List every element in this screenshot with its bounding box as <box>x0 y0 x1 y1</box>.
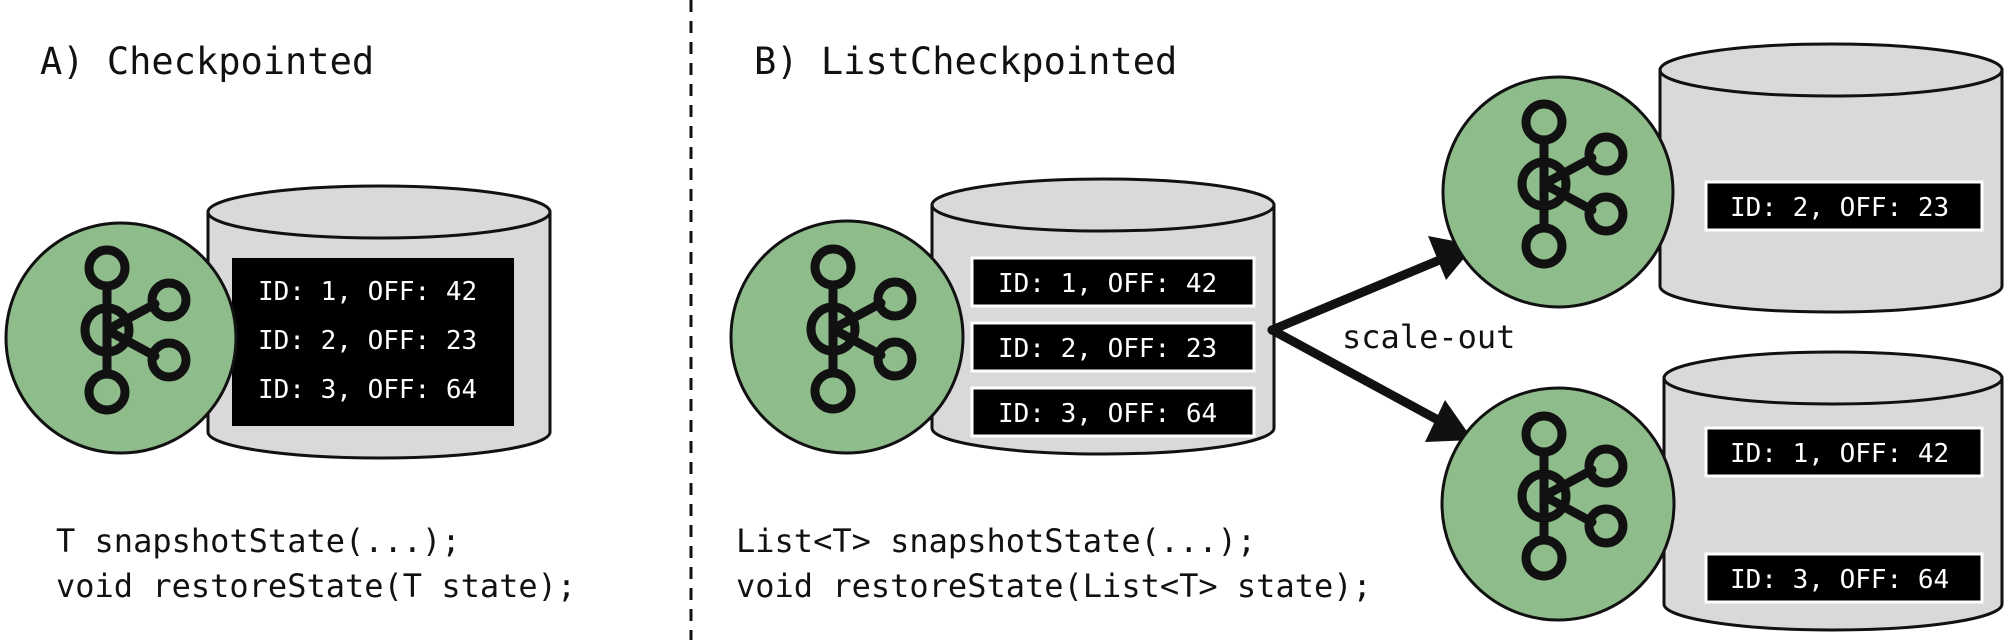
panel-a-operator-node <box>4 221 238 455</box>
panel-a: A) Checkpointed ID: 1, OFF: 42 ID: 2, OF… <box>4 40 576 605</box>
scale-out-instance-bottom: ID: 1, OFF: 42 ID: 3, OFF: 64 <box>1440 350 2004 632</box>
state-entry: ID: 2, OFF: 23 <box>258 326 477 356</box>
panel-b-code-line: List<T> snapshotState(...); <box>736 522 1256 560</box>
state-entry-box <box>970 386 1256 438</box>
state-entry: ID: 3, OFF: 64 <box>1730 565 1949 595</box>
state-entry-box <box>232 258 514 426</box>
state-entry-box <box>1704 180 1984 232</box>
state-entry-box <box>1704 426 1984 478</box>
panel-b-title: B) ListCheckpointed <box>754 40 1177 83</box>
state-entry: ID: 1, OFF: 42 <box>1730 439 1949 469</box>
state-entry: ID: 3, OFF: 64 <box>998 399 1217 429</box>
kafka-logo-icon <box>1517 99 1628 269</box>
state-entry-box <box>970 256 1256 308</box>
state-entry-box <box>1704 552 1984 604</box>
scale-out-label: scale-out <box>1342 318 1515 356</box>
panel-b-entries: ID: 1, OFF: 42 ID: 2, OFF: 23 ID: 3, OFF… <box>970 256 1256 438</box>
panel-b: B) ListCheckpointed ID: 1, OFF: 42 ID: 2… <box>729 40 2004 632</box>
arrow-to-bottom-instance <box>1267 325 1443 425</box>
arrow-to-top-instance <box>1267 254 1447 335</box>
state-entry: ID: 2, OFF: 23 <box>1730 193 1949 223</box>
scale-out-instance-top: ID: 2, OFF: 23 <box>1441 42 2004 314</box>
state-entry: ID: 3, OFF: 64 <box>258 375 477 405</box>
state-entry-box <box>970 321 1256 373</box>
panel-a-code-line: T snapshotState(...); <box>56 522 461 560</box>
panel-a-title: A) Checkpointed <box>40 40 374 83</box>
panel-b-operator-node <box>729 219 965 455</box>
panel-a-entries: ID: 1, OFF: 42 ID: 2, OFF: 23 ID: 3, OFF… <box>232 258 514 426</box>
kafka-logo-icon <box>1517 411 1628 581</box>
kafka-logo-icon <box>80 245 191 415</box>
kafka-logo-icon <box>806 244 917 414</box>
panel-b-code-line: void restoreState(List<T> state); <box>736 567 1372 605</box>
state-entry: ID: 1, OFF: 42 <box>998 269 1217 299</box>
arrowhead-icon <box>1425 400 1473 442</box>
state-entry: ID: 1, OFF: 42 <box>258 277 477 307</box>
state-entry: ID: 2, OFF: 23 <box>998 334 1217 364</box>
panel-a-code-line: void restoreState(T state); <box>56 567 576 605</box>
scale-out-arrows: scale-out <box>1267 236 1515 442</box>
